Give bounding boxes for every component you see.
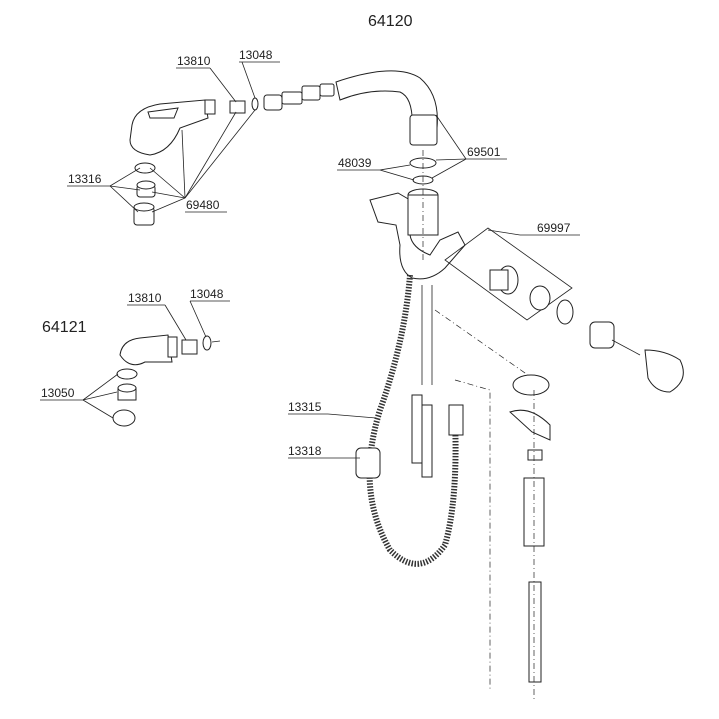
faucet-body xyxy=(369,150,466,280)
label-69480: 69480 xyxy=(186,198,220,212)
model-title-64121: 64121 xyxy=(42,319,87,336)
part-13048-washer xyxy=(251,97,259,111)
label-13315: 13315 xyxy=(288,400,322,414)
label-13810: 13810 xyxy=(177,54,211,68)
label-alt-13810: 13810 xyxy=(128,291,162,305)
label-13048: 13048 xyxy=(239,48,273,62)
part-13810-insert xyxy=(229,100,246,114)
model-title-64120: 64120 xyxy=(368,13,413,30)
spray-head-64120 xyxy=(129,70,438,226)
label-69997: 69997 xyxy=(537,221,571,235)
label-69501: 69501 xyxy=(467,145,501,159)
label-13318: 13318 xyxy=(288,444,322,458)
cartridge-69997 xyxy=(444,227,684,393)
label-alt-13048: 13048 xyxy=(190,287,224,301)
hose-assembly xyxy=(355,274,551,700)
spray-head-64121 xyxy=(112,334,221,427)
label-13316: 13316 xyxy=(68,172,102,186)
label-alt-13050: 13050 xyxy=(41,386,75,400)
hose-weight-13318 xyxy=(355,447,381,479)
oring-mount xyxy=(512,374,550,396)
label-48039: 48039 xyxy=(338,156,372,170)
handle-lever xyxy=(644,349,684,393)
